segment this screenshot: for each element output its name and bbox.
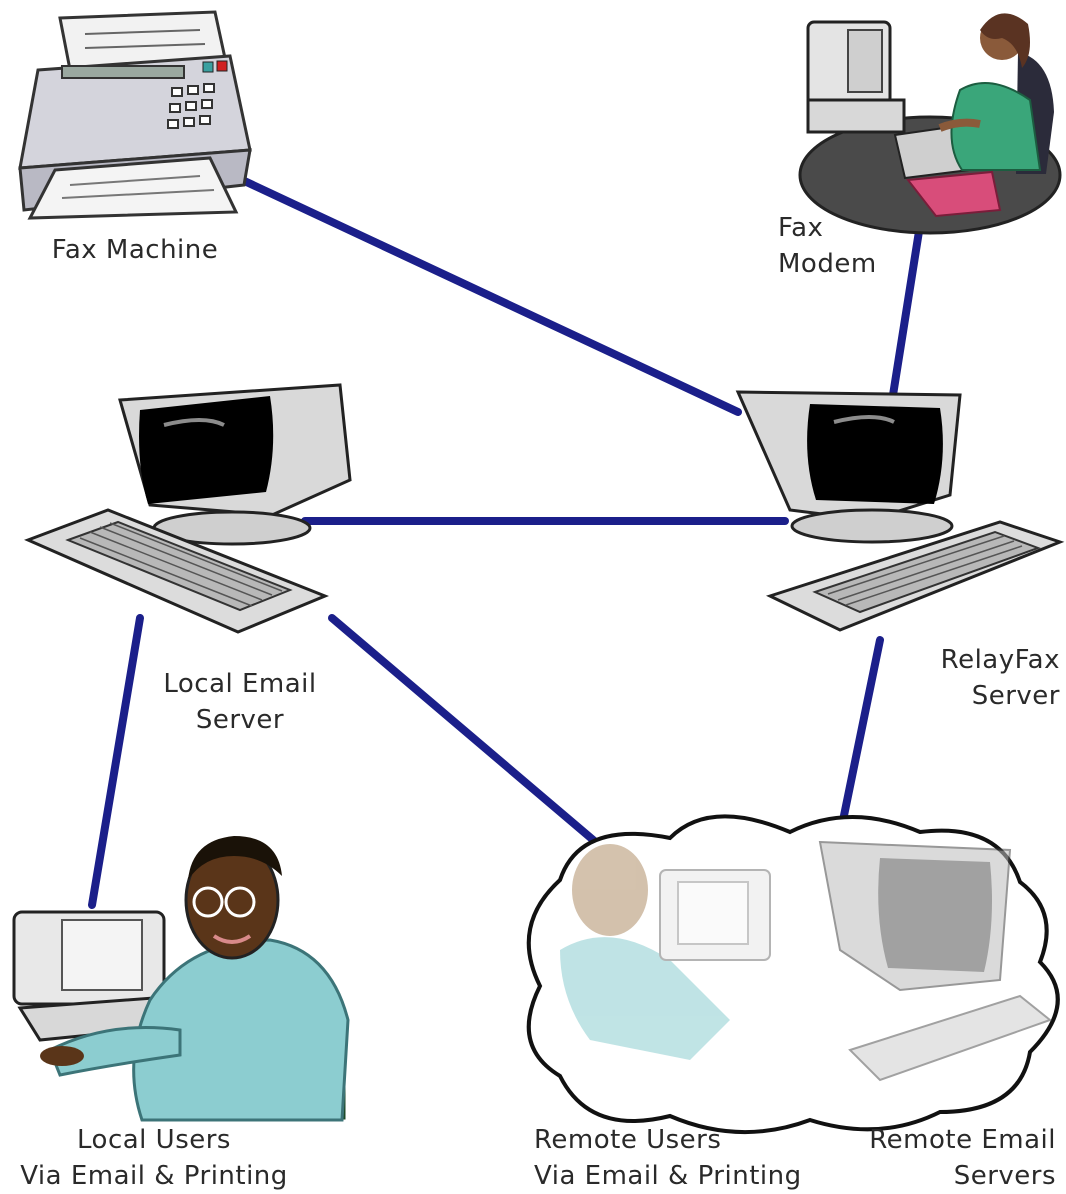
link-fax-machine-relayfax <box>234 174 742 416</box>
man-at-computer-icon <box>12 836 350 1122</box>
link-local-server-remote <box>328 614 609 854</box>
label-local-users: Local Users Via Email & Printing <box>20 1125 288 1191</box>
computer-icon-relayfax <box>735 390 1065 632</box>
link-fax-modem-relayfax <box>889 221 924 399</box>
label-remote-email-servers: Remote Email Servers <box>869 1125 1056 1191</box>
label-remote-users: Remote Users Via Email & Printing <box>534 1125 802 1191</box>
woman-at-computer-icon <box>798 13 1062 235</box>
cloud-icon <box>526 814 1060 1135</box>
computer-icon-local <box>24 383 352 634</box>
label-local-email-server: Local Email Server <box>163 669 317 735</box>
connections <box>88 174 924 909</box>
label-fax-machine: Fax Machine <box>51 235 219 265</box>
link-relayfax-remote <box>836 636 884 839</box>
link-local-server-local-users <box>88 614 144 909</box>
label-relayfax-server: RelayFax Server <box>940 645 1060 711</box>
label-fax-modem: Fax Modem <box>778 213 877 279</box>
fax-machine-icon <box>18 10 252 220</box>
